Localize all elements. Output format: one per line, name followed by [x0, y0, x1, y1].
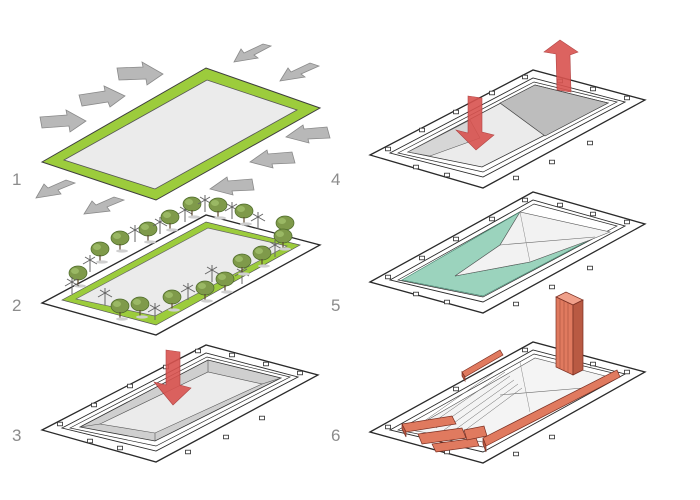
panel-2-landscaping	[42, 195, 320, 335]
panel-1-site-boundary	[36, 44, 330, 214]
panel-3-excavation	[42, 345, 318, 462]
panel-5-water-feature	[370, 192, 645, 313]
panel-6-buildings	[370, 292, 645, 463]
panel-4-cut-and-fill	[370, 40, 645, 188]
